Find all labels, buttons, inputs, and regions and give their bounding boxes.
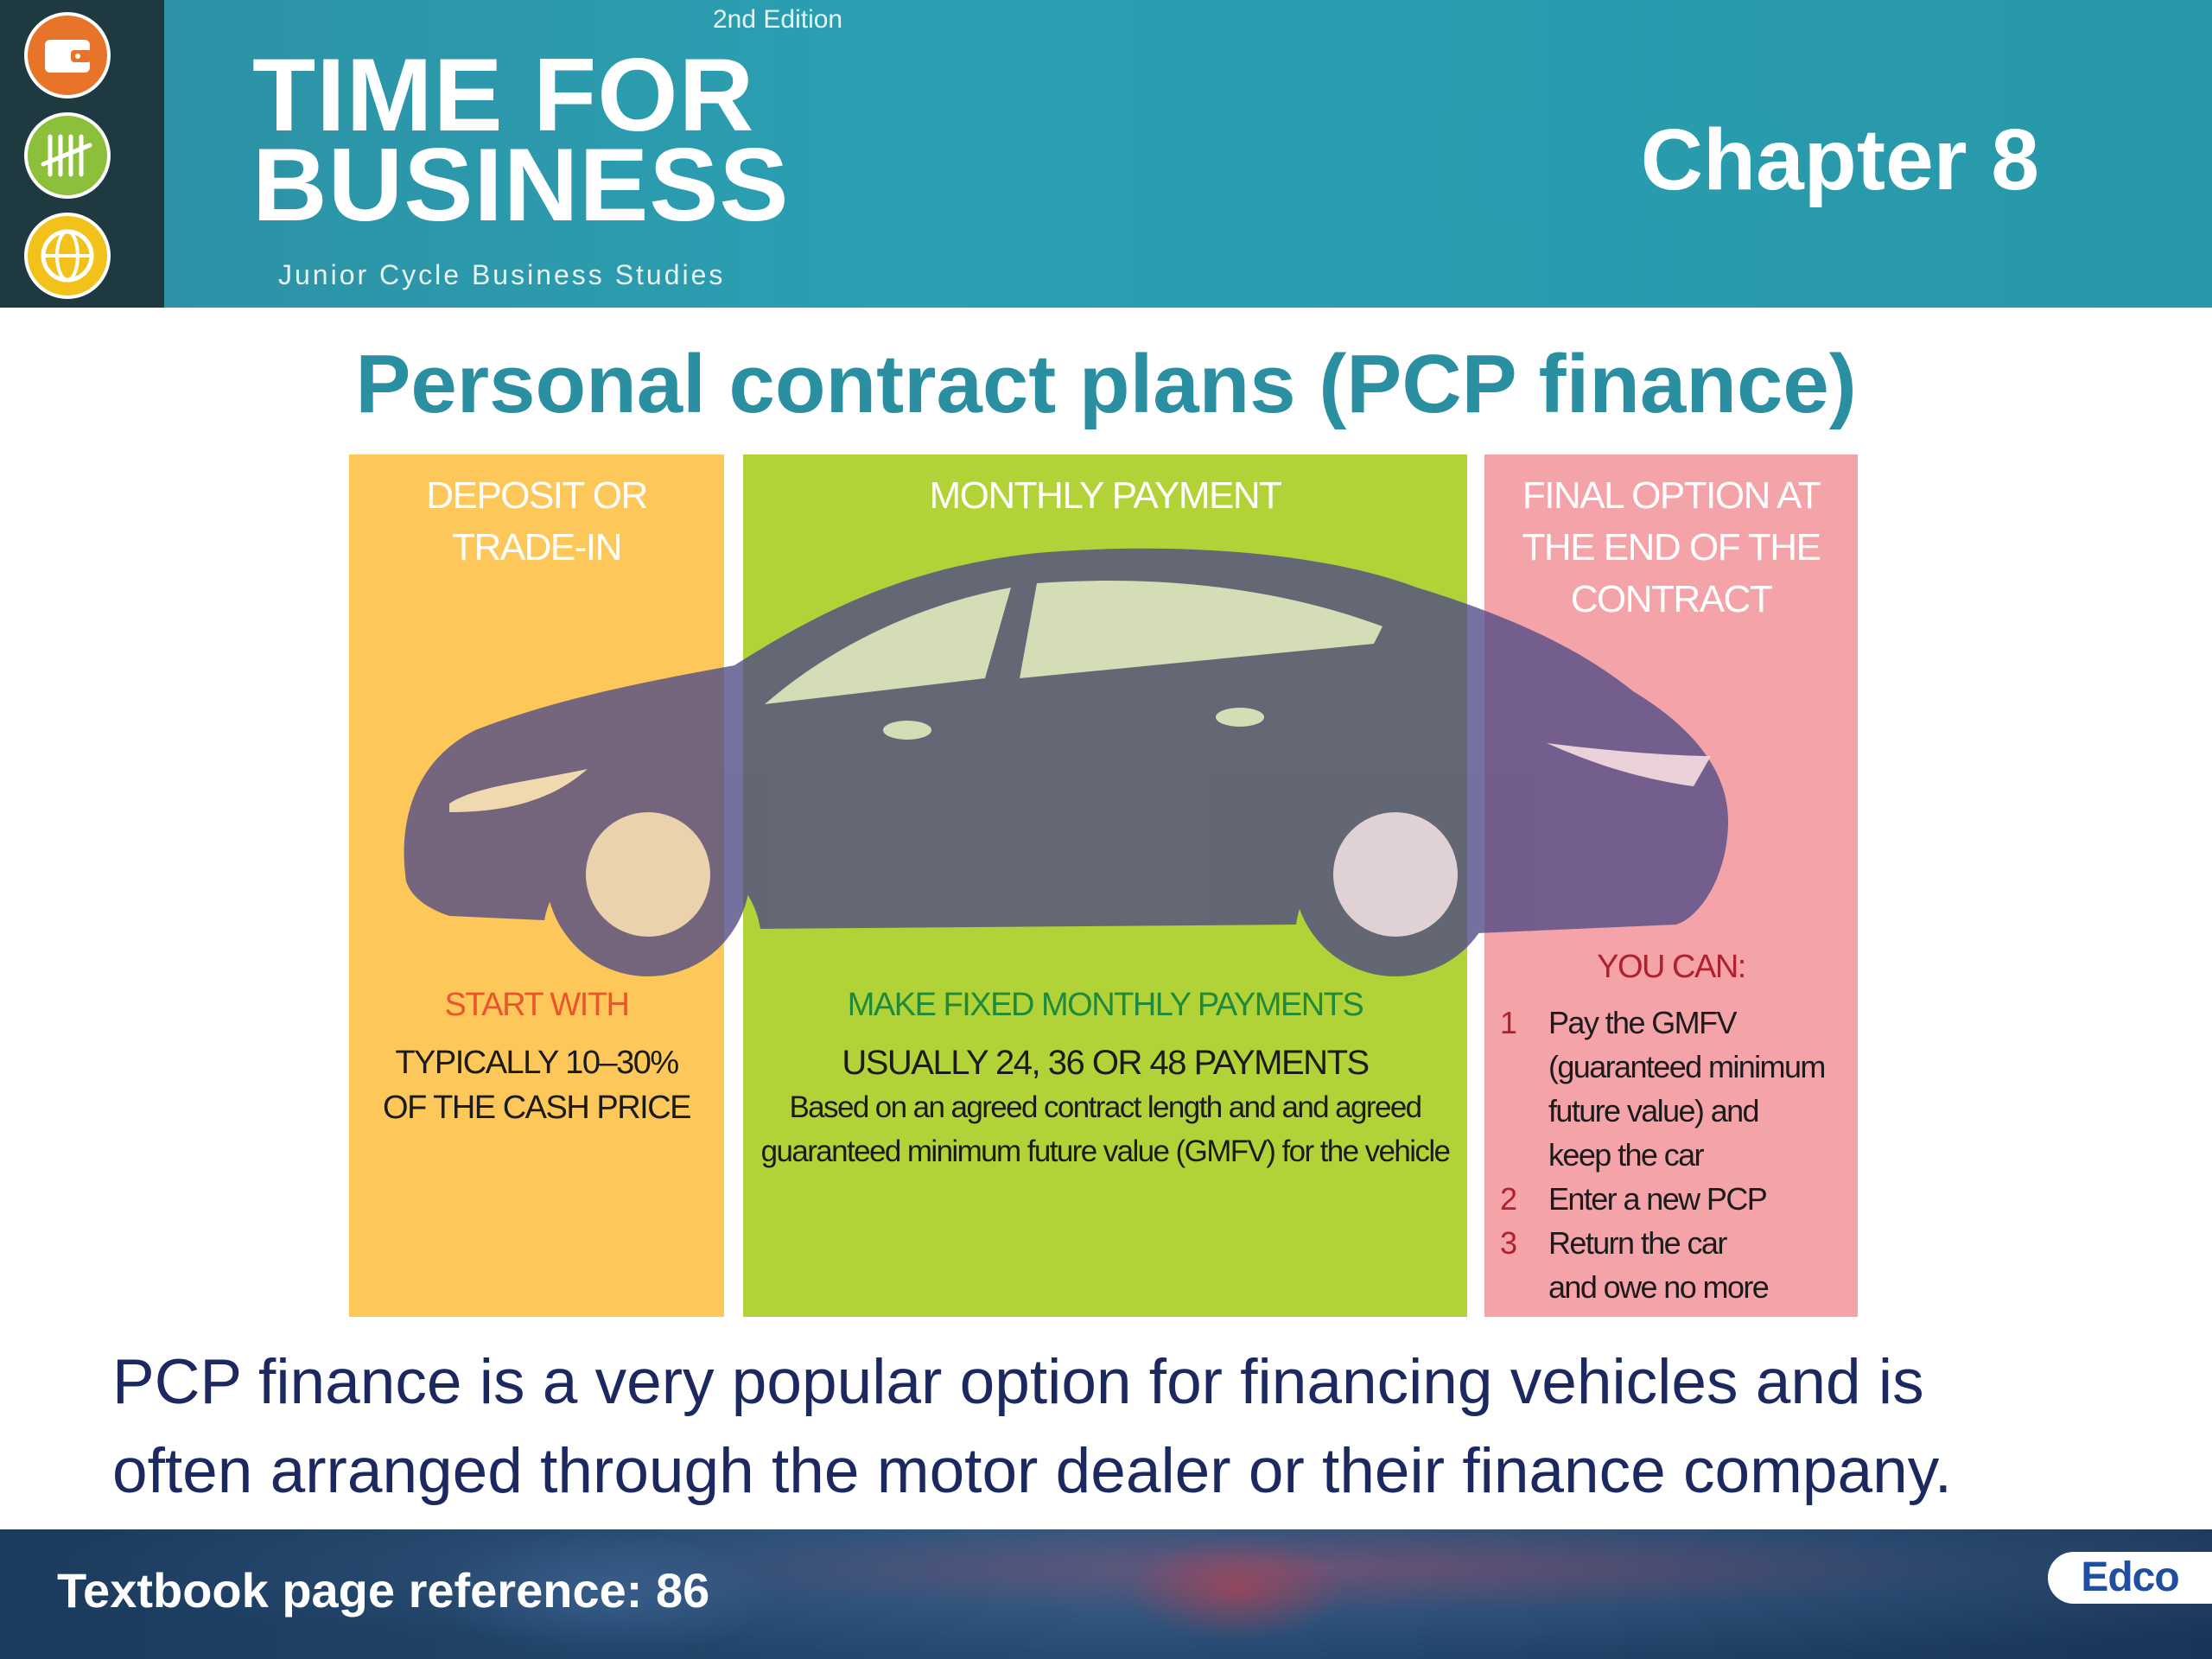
final-label: YOU CAN: [1597, 949, 1746, 985]
option-text: Pay the GMFV (guaranteed minimum future … [1548, 1001, 1858, 1177]
headlight [449, 769, 588, 812]
brand-title-line1: TIME FOR [252, 37, 755, 153]
body-line2: often arranged through the motor dealer … [112, 1436, 1953, 1506]
deposit-label: START WITH [444, 987, 631, 1023]
icon-strip [0, 0, 164, 308]
deposit-body: TYPICALLY 10–30% OF THE CASH PRICE [349, 1040, 724, 1130]
option-1-line3: future value) and [1548, 1093, 1760, 1128]
chapter-label: Chapter 8 [1640, 111, 2039, 208]
final-option-2: 2 Enter a new PCP [1495, 1177, 1858, 1221]
option-text: Return the car and owe no more [1548, 1221, 1858, 1309]
deposit-heading-line1: DEPOSIT OR [426, 474, 648, 517]
option-3-line2: and owe no more [1548, 1269, 1770, 1305]
page-reference: Textbook page reference: 86 [57, 1563, 710, 1618]
deposit-body-line1: TYPICALLY 10–30% [395, 1045, 679, 1081]
header-banner: 2nd Edition TIME FOR BUSINESS Junior Cyc… [0, 0, 2212, 308]
final-heading-line2: THE END OF THE [1522, 526, 1821, 569]
rear-door-handle [1216, 708, 1264, 727]
option-number: 3 [1500, 1225, 1517, 1261]
monthly-note: Based on an agreed contract length and a… [743, 1085, 1467, 1173]
footer: Textbook page reference: 86 Edco [0, 1529, 2212, 1659]
final-options-list: 1 Pay the GMFV (guaranteed minimum futur… [1495, 1001, 1858, 1309]
front-door-handle [883, 721, 931, 740]
front-hubcap [586, 812, 710, 937]
slide-title: Personal contract plans (PCP finance) [355, 338, 1857, 430]
taillight [1547, 743, 1711, 786]
brand-title-line2: BUSINESS [252, 127, 790, 243]
publisher-logo[interactable]: Edco [2048, 1552, 2212, 1604]
monthly-heading: MONTHLY PAYMENT [929, 474, 1282, 517]
option-3-line1: Return the car [1548, 1225, 1727, 1261]
final-heading-line3: CONTRACT [1570, 578, 1773, 620]
option-number: 1 [1500, 1005, 1517, 1040]
brand-title: TIME FOR BUSINESS [252, 37, 790, 243]
option-2-line1: Enter a new PCP [1548, 1181, 1768, 1217]
final-heading: FINAL OPTION AT THE END OF THE CONTRACT [1484, 470, 1858, 626]
rear-window [1020, 581, 1382, 678]
final-option-3: 3 Return the car and owe no more [1495, 1221, 1858, 1309]
monthly-label: MAKE FIXED MONTHLY PAYMENTS [847, 987, 1364, 1023]
brand-subtitle: Junior Cycle Business Studies [278, 259, 726, 290]
tally-icon [24, 112, 111, 199]
deposit-body-line2: OF THE CASH PRICE [383, 1090, 691, 1126]
monthly-note-line2: guaranteed minimum future value (GMFV) f… [760, 1135, 1451, 1168]
edition-label: 2nd Edition [713, 5, 843, 34]
body-line1: PCP finance is a very popular option for… [112, 1347, 1924, 1417]
globe-euro-icon [24, 213, 111, 299]
monthly-body: USUALLY 24, 36 OR 48 PAYMENTS [842, 1044, 1370, 1082]
front-window [765, 588, 1011, 704]
option-1-line4: keep the car [1548, 1137, 1705, 1173]
deposit-heading: DEPOSIT OR TRADE-IN [349, 470, 724, 574]
final-option-1: 1 Pay the GMFV (guaranteed minimum futur… [1495, 1001, 1858, 1177]
wallet-icon [24, 12, 111, 99]
final-heading-line1: FINAL OPTION AT [1522, 474, 1821, 517]
monthly-note-line1: Based on an agreed contract length and a… [789, 1090, 1422, 1124]
rear-hubcap [1333, 812, 1458, 937]
car-illustration [404, 548, 1728, 976]
option-1-line1: Pay the GMFV [1548, 1005, 1737, 1040]
option-text: Enter a new PCP [1548, 1177, 1858, 1221]
option-number: 2 [1500, 1181, 1517, 1217]
deposit-heading-line2: TRADE-IN [452, 526, 622, 569]
option-1-line2: (guaranteed minimum [1548, 1049, 1826, 1084]
body-paragraph: PCP finance is a very popular option for… [112, 1338, 2186, 1516]
